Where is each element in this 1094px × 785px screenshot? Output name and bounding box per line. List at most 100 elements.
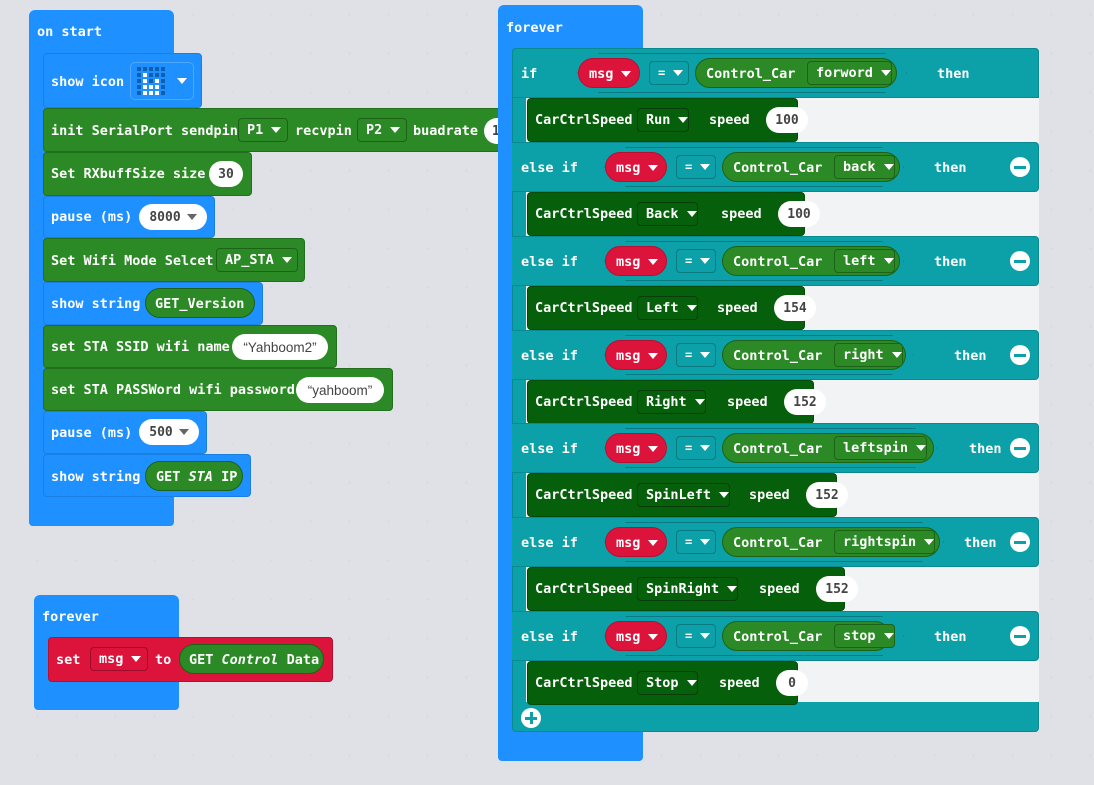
chevron-down-icon xyxy=(178,429,189,435)
msg-label: msg xyxy=(616,348,641,364)
msg-variable[interactable]: msg xyxy=(605,340,667,370)
msg-variable[interactable]: msg xyxy=(605,152,667,182)
msg-variable[interactable]: msg xyxy=(605,433,667,463)
speed-value[interactable]: 152 xyxy=(816,576,858,602)
carctrlspeed-label: CarCtrlSpeed xyxy=(535,206,633,222)
if-label: if xyxy=(521,66,538,82)
recvpin-label: recvpin xyxy=(295,123,352,139)
rxbuff-value[interactable]: 30 xyxy=(209,161,243,187)
rxbuff-label: Set RXbuffSize size xyxy=(51,166,206,182)
speed-label: speed xyxy=(749,487,790,503)
direction-dropdown[interactable]: stop xyxy=(834,624,895,648)
mode-dropdown[interactable]: Right xyxy=(637,390,706,414)
mode-dropdown[interactable]: Left xyxy=(637,296,698,320)
speed-value[interactable]: 100 xyxy=(766,107,808,133)
mode-dropdown[interactable]: Stop xyxy=(637,671,698,695)
else-if-label: else if xyxy=(521,629,578,645)
minus-circle-icon[interactable] xyxy=(1010,157,1030,177)
direction-dropdown[interactable]: right xyxy=(834,343,903,367)
operator-dropdown[interactable]: = xyxy=(676,624,716,648)
pause-label-2: pause (ms) xyxy=(51,425,133,441)
led-matrix-icon xyxy=(135,65,167,97)
get-version-reporter[interactable]: GET_Version xyxy=(145,288,255,318)
minus-circle-icon[interactable] xyxy=(1010,345,1030,365)
get-control-data-reporter[interactable]: GET Control Data xyxy=(179,644,324,674)
minus-circle-icon[interactable] xyxy=(1010,251,1030,271)
speed-value[interactable]: 100 xyxy=(778,201,820,227)
password-value[interactable]: “yahboom” xyxy=(296,377,384,403)
operator-dropdown[interactable]: = xyxy=(649,61,689,85)
msg-label: msg xyxy=(616,160,641,176)
carctrlspeed-label: CarCtrlSpeed xyxy=(535,487,633,503)
pause-label: pause (ms) xyxy=(51,209,133,225)
msg-variable[interactable]: msg xyxy=(605,527,667,557)
operator-dropdown[interactable]: = xyxy=(676,155,716,179)
password-label: set STA PASSWord wifi password xyxy=(51,382,295,398)
control-car-label: Control_Car xyxy=(733,348,823,364)
sendpin-dropdown[interactable]: P1 xyxy=(238,118,288,142)
led-icon-dropdown[interactable] xyxy=(130,62,194,100)
direction-dropdown[interactable]: rightspin xyxy=(834,530,936,554)
minus-circle-icon[interactable] xyxy=(1010,438,1030,458)
speed-label: speed xyxy=(721,206,762,222)
msg-label: msg xyxy=(589,66,614,82)
forever-label-main: forever xyxy=(506,20,563,36)
mode-dropdown[interactable]: SpinLeft xyxy=(637,483,731,507)
speed-value[interactable]: 154 xyxy=(774,295,816,321)
operator-dropdown[interactable]: = xyxy=(676,436,716,460)
control-car-label: Control_Car xyxy=(706,66,796,82)
control-car-label: Control_Car xyxy=(733,441,823,457)
pause-value: 8000 xyxy=(149,209,181,225)
then-label: then xyxy=(964,535,997,551)
operator-dropdown[interactable]: = xyxy=(676,249,716,273)
control-car-label: Control_Car xyxy=(733,160,823,176)
chevron-down-icon xyxy=(648,353,658,359)
pause-value-dropdown[interactable]: 8000 xyxy=(139,204,207,230)
msg-variable[interactable]: msg xyxy=(605,621,667,651)
carctrlspeed-label: CarCtrlSpeed xyxy=(535,675,633,691)
else-if-label: else if xyxy=(521,254,578,270)
plus-circle-icon[interactable] xyxy=(521,708,541,728)
msg-variable[interactable]: msg xyxy=(578,58,640,88)
ssid-text: Yahboom2 xyxy=(247,339,313,355)
get-data-mid: Control xyxy=(221,652,279,668)
carctrlspeed-label: CarCtrlSpeed xyxy=(535,394,633,410)
chevron-down-icon xyxy=(186,214,197,220)
mode-dropdown[interactable]: Run xyxy=(637,108,690,132)
minus-circle-icon[interactable] xyxy=(1010,532,1030,552)
speed-label: speed xyxy=(709,112,750,128)
carctrlspeed-label: CarCtrlSpeed xyxy=(535,300,633,316)
on-start-spine xyxy=(29,48,43,526)
control-car-label: Control_Car xyxy=(733,629,823,645)
direction-dropdown[interactable]: leftspin xyxy=(834,436,928,460)
speed-value[interactable]: 152 xyxy=(784,389,826,415)
wifi-mode-dropdown[interactable]: AP_STA xyxy=(216,248,298,272)
minus-circle-icon[interactable] xyxy=(1010,626,1030,646)
speed-label: speed xyxy=(759,581,800,597)
operator-dropdown[interactable]: = xyxy=(676,343,716,367)
control-car-label: Control_Car xyxy=(733,254,823,270)
operator-dropdown[interactable]: = xyxy=(676,530,716,554)
mode-dropdown[interactable]: Back xyxy=(637,202,698,226)
pause-value-dropdown-2[interactable]: 500 xyxy=(139,419,199,445)
msg-label: msg xyxy=(616,535,641,551)
get-version-label: GET_Version xyxy=(155,296,245,312)
baudrate-label: buadrate xyxy=(413,123,479,139)
get-ip-prefix: GET xyxy=(156,469,181,485)
direction-dropdown[interactable]: back xyxy=(834,155,895,179)
chevron-down-icon xyxy=(648,634,658,640)
direction-dropdown[interactable]: left xyxy=(834,249,895,273)
else-if-label: else if xyxy=(521,348,578,364)
direction-dropdown[interactable]: forword xyxy=(807,61,892,85)
speed-value[interactable]: 0 xyxy=(776,670,808,696)
ssid-label: set STA SSID wifi name xyxy=(51,339,230,355)
mode-dropdown[interactable]: SpinRight xyxy=(637,577,739,601)
set-var-dropdown[interactable]: msg xyxy=(90,647,148,671)
msg-variable[interactable]: msg xyxy=(605,246,667,276)
ssid-value[interactable]: “Yahboom2” xyxy=(232,334,328,360)
show-icon-label: show icon xyxy=(51,74,125,90)
speed-value[interactable]: 152 xyxy=(806,482,848,508)
speed-label: speed xyxy=(717,300,758,316)
recvpin-dropdown[interactable]: P2 xyxy=(357,118,407,142)
get-sta-ip-reporter[interactable]: GET STA IP xyxy=(145,461,243,491)
